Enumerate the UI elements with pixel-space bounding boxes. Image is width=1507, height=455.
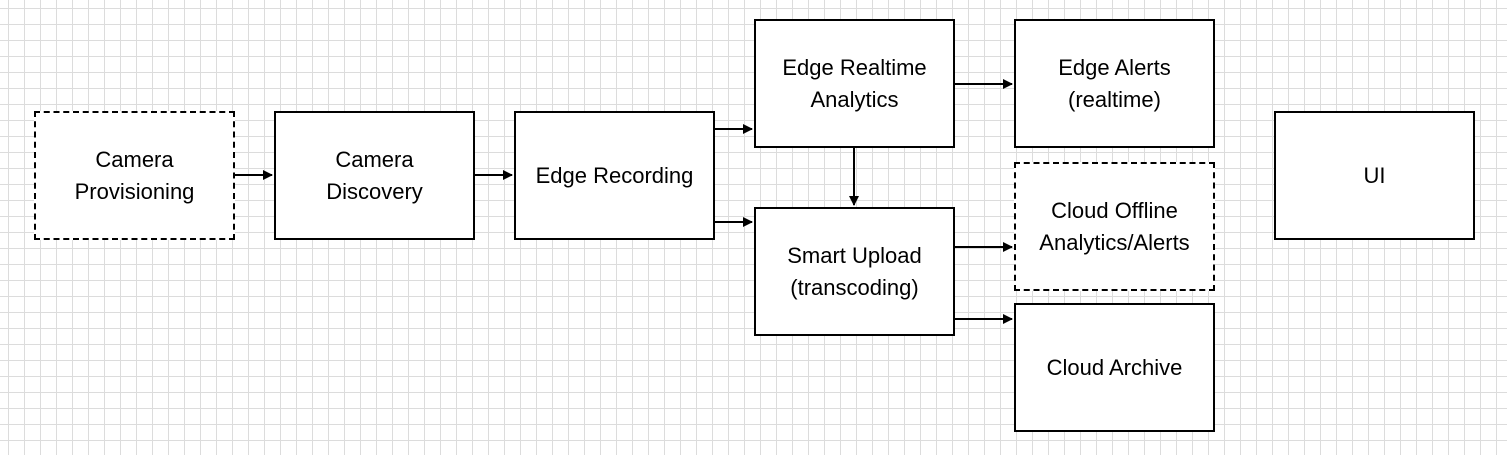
node-edge-alerts: Edge Alerts (realtime)	[1014, 19, 1215, 148]
node-label-camera-provisioning: Camera Provisioning	[74, 146, 195, 204]
node-smart-upload: Smart Upload (transcoding)	[754, 207, 955, 336]
node-edge-realtime-analytics: Edge Realtime Analytics	[754, 19, 955, 148]
node-camera-provisioning: Camera Provisioning	[34, 111, 235, 240]
node-label-edge-recording: Edge Recording	[535, 162, 694, 188]
node-label-edge-alerts: Edge Alerts (realtime)	[1058, 54, 1171, 112]
node-label-cloud-archive: Cloud Archive	[1046, 354, 1183, 380]
node-label-edge-realtime-analytics: Edge Realtime Analytics	[782, 54, 927, 112]
node-cloud-offline-analytics: Cloud Offline Analytics/Alerts	[1014, 162, 1215, 291]
node-label-cloud-offline-analytics: Cloud Offline Analytics/Alerts	[1039, 197, 1190, 255]
node-label-smart-upload: Smart Upload (transcoding)	[787, 242, 922, 300]
node-label-ui: UI	[1363, 162, 1386, 188]
node-ui: UI	[1274, 111, 1475, 240]
node-edge-recording: Edge Recording	[514, 111, 715, 240]
node-cloud-archive: Cloud Archive	[1014, 303, 1215, 432]
node-label-camera-discovery: Camera Discovery	[326, 146, 423, 204]
node-camera-discovery: Camera Discovery	[274, 111, 475, 240]
